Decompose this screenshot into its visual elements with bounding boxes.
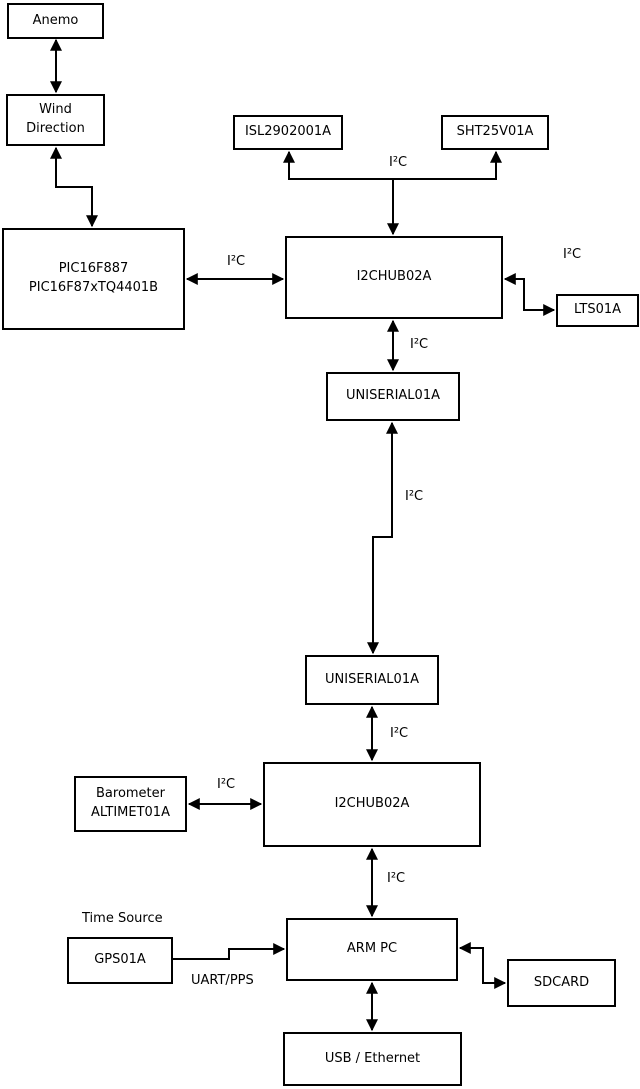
label-i2c-hub-lts: I²C <box>563 247 582 262</box>
label-i2c-hub-armpc: I²C <box>387 871 406 886</box>
label-uart-pps: UART/PPS <box>191 973 254 988</box>
node-barometer-altimet01a: Barometer ALTIMET01A <box>74 776 187 832</box>
label-i2c-barometer-hub: I²C <box>217 777 236 792</box>
edge-gps-armpc <box>173 943 286 960</box>
node-pic16f887: PIC16F887 PIC16F87xTQ4401B <box>2 228 185 330</box>
node-lts01a: LTS01A <box>556 294 639 327</box>
edge-armpc-sdcard <box>458 942 507 989</box>
node-arm-pc: ARM PC <box>286 918 458 981</box>
node-i2chub02a-lower: I2CHUB02A <box>263 762 481 847</box>
edge-wind-pic <box>50 146 98 228</box>
label-i2c-pic-hub: I²C <box>227 254 246 269</box>
node-gps01a: GPS01A <box>67 937 173 984</box>
label-time-source: Time Source <box>82 911 163 926</box>
label-i2c-isl-sht: I²C <box>389 155 408 170</box>
node-usb-ethernet: USB / Ethernet <box>283 1032 462 1086</box>
label-i2c-uniserial-hub: I²C <box>390 726 409 741</box>
label-i2c-uniserial-link: I²C <box>405 489 424 504</box>
node-wind-direction: Wind Direction <box>6 94 105 146</box>
node-anemo: Anemo <box>7 3 104 39</box>
node-uniserial01a-lower: UNISERIAL01A <box>305 655 439 705</box>
edge-hub-upper-lts <box>503 273 556 316</box>
node-sdcard: SDCARD <box>507 959 616 1007</box>
node-isl2902001a: ISL2902001A <box>233 115 343 150</box>
label-i2c-hub-uniserial: I²C <box>410 337 429 352</box>
edge-uniserial-upper-uniserial-lower <box>367 421 398 655</box>
node-i2chub02a-upper: I2CHUB02A <box>285 236 503 319</box>
node-uniserial01a-upper: UNISERIAL01A <box>326 372 460 421</box>
node-sht25v01a: SHT25V01A <box>441 115 549 150</box>
